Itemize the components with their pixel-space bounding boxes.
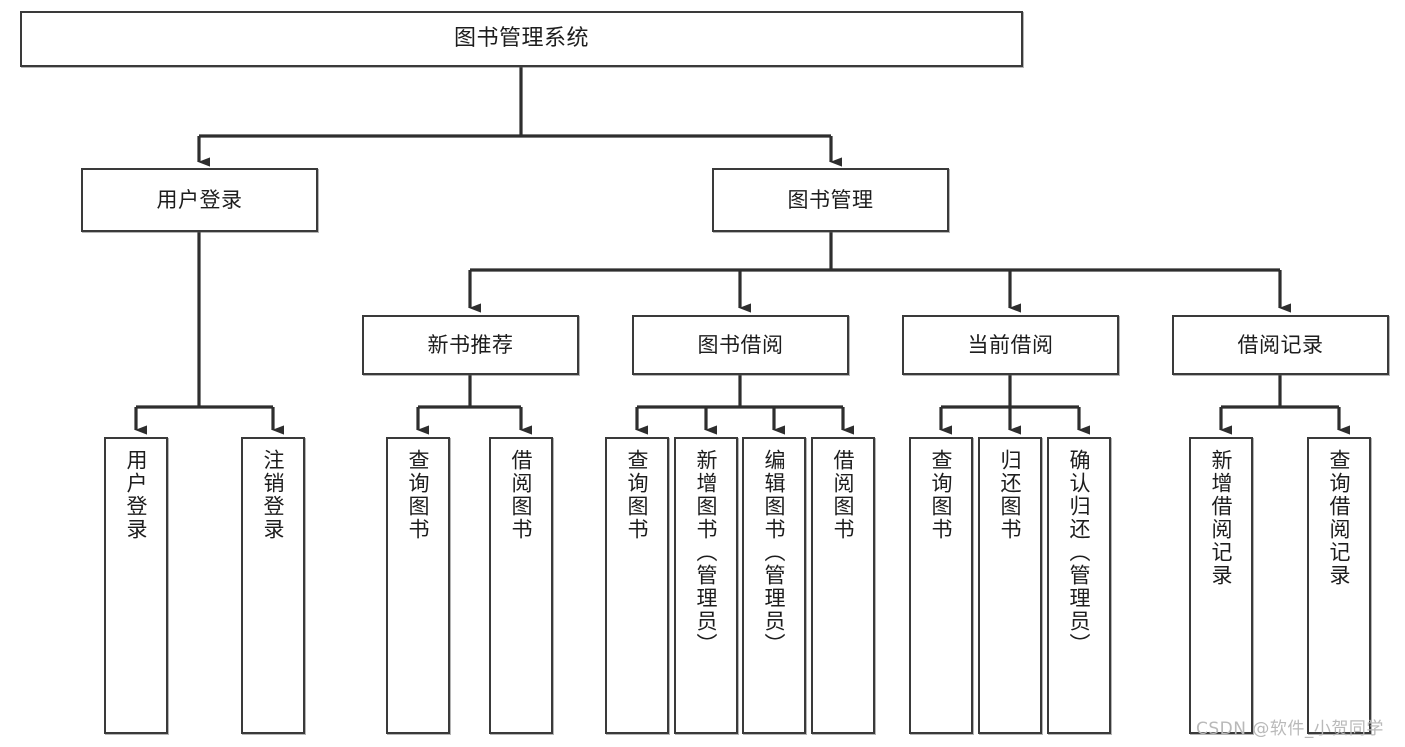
node-book-manage[interactable]: 图书管理 xyxy=(712,168,949,232)
node-new-book-recommend[interactable]: 新书推荐 xyxy=(362,315,579,375)
node-label: 图书管理 xyxy=(787,187,874,212)
leaf-confirm-return[interactable]: 确认归还（管理员） xyxy=(1047,437,1111,734)
node-root-system[interactable]: 图书管理系统 xyxy=(20,11,1023,67)
node-label: 查询借阅记录 xyxy=(1327,449,1352,587)
node-current-borrow[interactable]: 当前借阅 xyxy=(902,315,1119,375)
node-label: 查询图书 xyxy=(625,449,650,541)
leaf-user-logout[interactable]: 注销登录 xyxy=(241,437,305,734)
node-user-login[interactable]: 用户登录 xyxy=(81,168,318,232)
node-label: 查询图书 xyxy=(929,449,954,541)
node-book-borrow[interactable]: 图书借阅 xyxy=(632,315,849,375)
node-label: 图书管理系统 xyxy=(453,26,589,52)
node-label: 确认归还（管理员） xyxy=(1067,449,1092,656)
node-label: 用户登录 xyxy=(156,187,243,212)
node-label: 图书借阅 xyxy=(697,332,784,357)
leaf-return-book[interactable]: 归还图书 xyxy=(978,437,1042,734)
node-label: 新书推荐 xyxy=(427,332,514,357)
leaf-add-borrow-record[interactable]: 新增借阅记录 xyxy=(1189,437,1253,734)
leaf-query-book-current[interactable]: 查询图书 xyxy=(909,437,973,734)
leaf-borrow-book-recommend[interactable]: 借阅图书 xyxy=(489,437,553,734)
node-label: 用户登录 xyxy=(124,449,149,541)
leaf-query-borrow-record[interactable]: 查询借阅记录 xyxy=(1307,437,1371,734)
node-label: 编辑图书（管理员） xyxy=(762,449,787,656)
leaf-query-book-borrow[interactable]: 查询图书 xyxy=(605,437,669,734)
leaf-user-login[interactable]: 用户登录 xyxy=(104,437,168,734)
csdn-watermark: CSDN @软件_小贺同学 xyxy=(1196,719,1384,739)
leaf-add-book[interactable]: 新增图书（管理员） xyxy=(674,437,738,734)
node-label: 借阅记录 xyxy=(1237,332,1324,357)
node-label: 查询图书 xyxy=(406,449,431,541)
node-label: 新增图书（管理员） xyxy=(694,449,719,656)
leaf-borrow-book[interactable]: 借阅图书 xyxy=(811,437,875,734)
leaf-edit-book[interactable]: 编辑图书（管理员） xyxy=(742,437,806,734)
node-label: 归还图书 xyxy=(998,449,1023,541)
node-label: 新增借阅记录 xyxy=(1209,449,1234,587)
node-label: 注销登录 xyxy=(261,449,286,541)
node-label: 借阅图书 xyxy=(831,449,856,541)
node-label: 当前借阅 xyxy=(967,332,1054,357)
leaf-query-book-recommend[interactable]: 查询图书 xyxy=(386,437,450,734)
node-borrow-record[interactable]: 借阅记录 xyxy=(1172,315,1389,375)
node-label: 借阅图书 xyxy=(509,449,534,541)
